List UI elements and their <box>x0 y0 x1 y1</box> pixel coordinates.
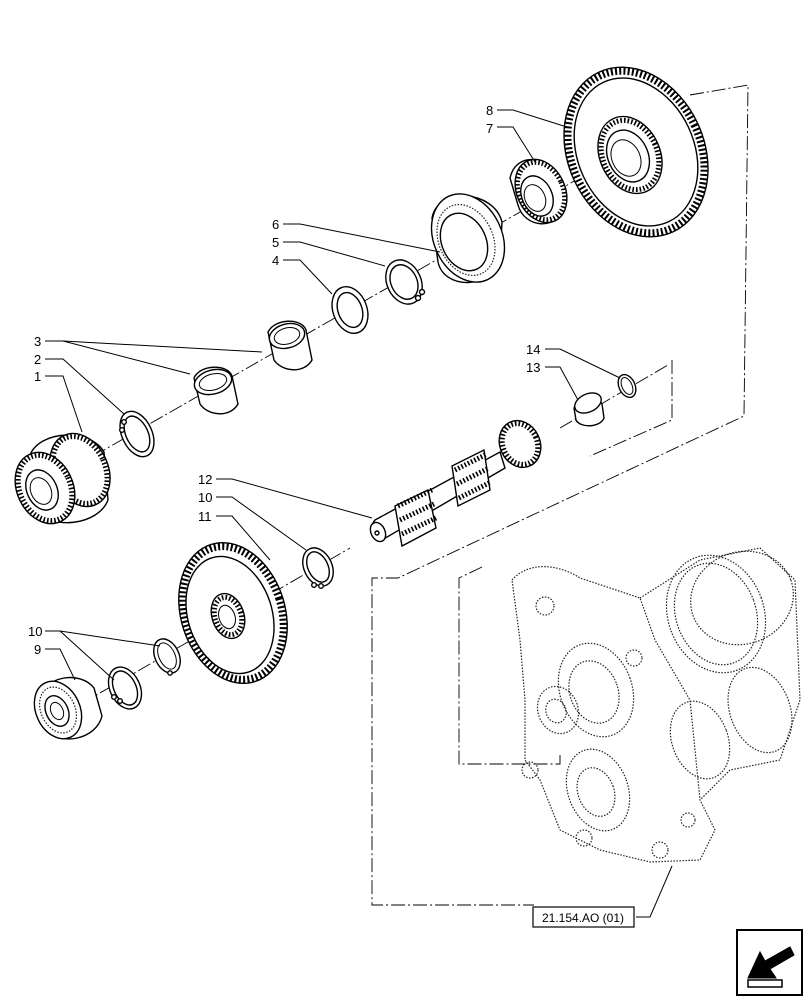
snap-ring-part-10-lowest <box>107 666 143 710</box>
callout-labels: 8 7 6 5 4 3 2 1 14 13 12 10 11 10 9 <box>28 103 540 657</box>
callout-1: 1 <box>34 369 41 384</box>
snap-ring-part-10-lower <box>153 638 181 676</box>
reference-label: 21.154.AO (01) <box>542 911 624 925</box>
next-page-arrow-icon[interactable] <box>736 929 803 996</box>
splined-shaft-part-12 <box>369 419 542 548</box>
callout-7: 7 <box>486 121 493 136</box>
thrust-washer-part-4 <box>331 286 369 334</box>
splined-hub-part-7 <box>509 158 568 225</box>
callout-6: 6 <box>272 217 279 232</box>
snap-ring-part-5 <box>385 259 426 305</box>
needle-bearing-part-6 <box>430 193 506 284</box>
callout-8: 8 <box>486 103 493 118</box>
callout-14: 14 <box>526 342 540 357</box>
callout-3: 3 <box>34 334 41 349</box>
gearbox-housing-assembly <box>511 547 801 863</box>
callout-2: 2 <box>34 352 41 367</box>
ball-bearing-part-9 <box>33 676 103 740</box>
callout-10-upper: 10 <box>198 490 212 505</box>
double-gear-part-1 <box>14 432 111 525</box>
callout-13: 13 <box>526 360 540 375</box>
callout-9: 9 <box>34 642 41 657</box>
snap-ring-part-10-upper <box>302 547 334 590</box>
snap-ring-part-2 <box>118 410 155 458</box>
needle-bearing-part-13 <box>573 392 605 427</box>
callout-11: 11 <box>198 509 212 524</box>
callout-10-lower: 10 <box>28 624 42 639</box>
callout-12: 12 <box>198 472 212 487</box>
large-gear-part-8 <box>563 66 709 238</box>
leader-lines <box>45 109 673 918</box>
assembly-outline-lines <box>371 84 749 906</box>
snap-ring-part-14 <box>617 373 637 399</box>
gear-part-11 <box>178 541 288 685</box>
bushing-upper-part-3 <box>267 320 313 371</box>
reference-box[interactable]: 21.154.AO (01) <box>532 906 635 928</box>
callout-4: 4 <box>272 253 279 268</box>
callout-5: 5 <box>272 235 279 250</box>
bushing-lower-part-3 <box>193 366 239 415</box>
